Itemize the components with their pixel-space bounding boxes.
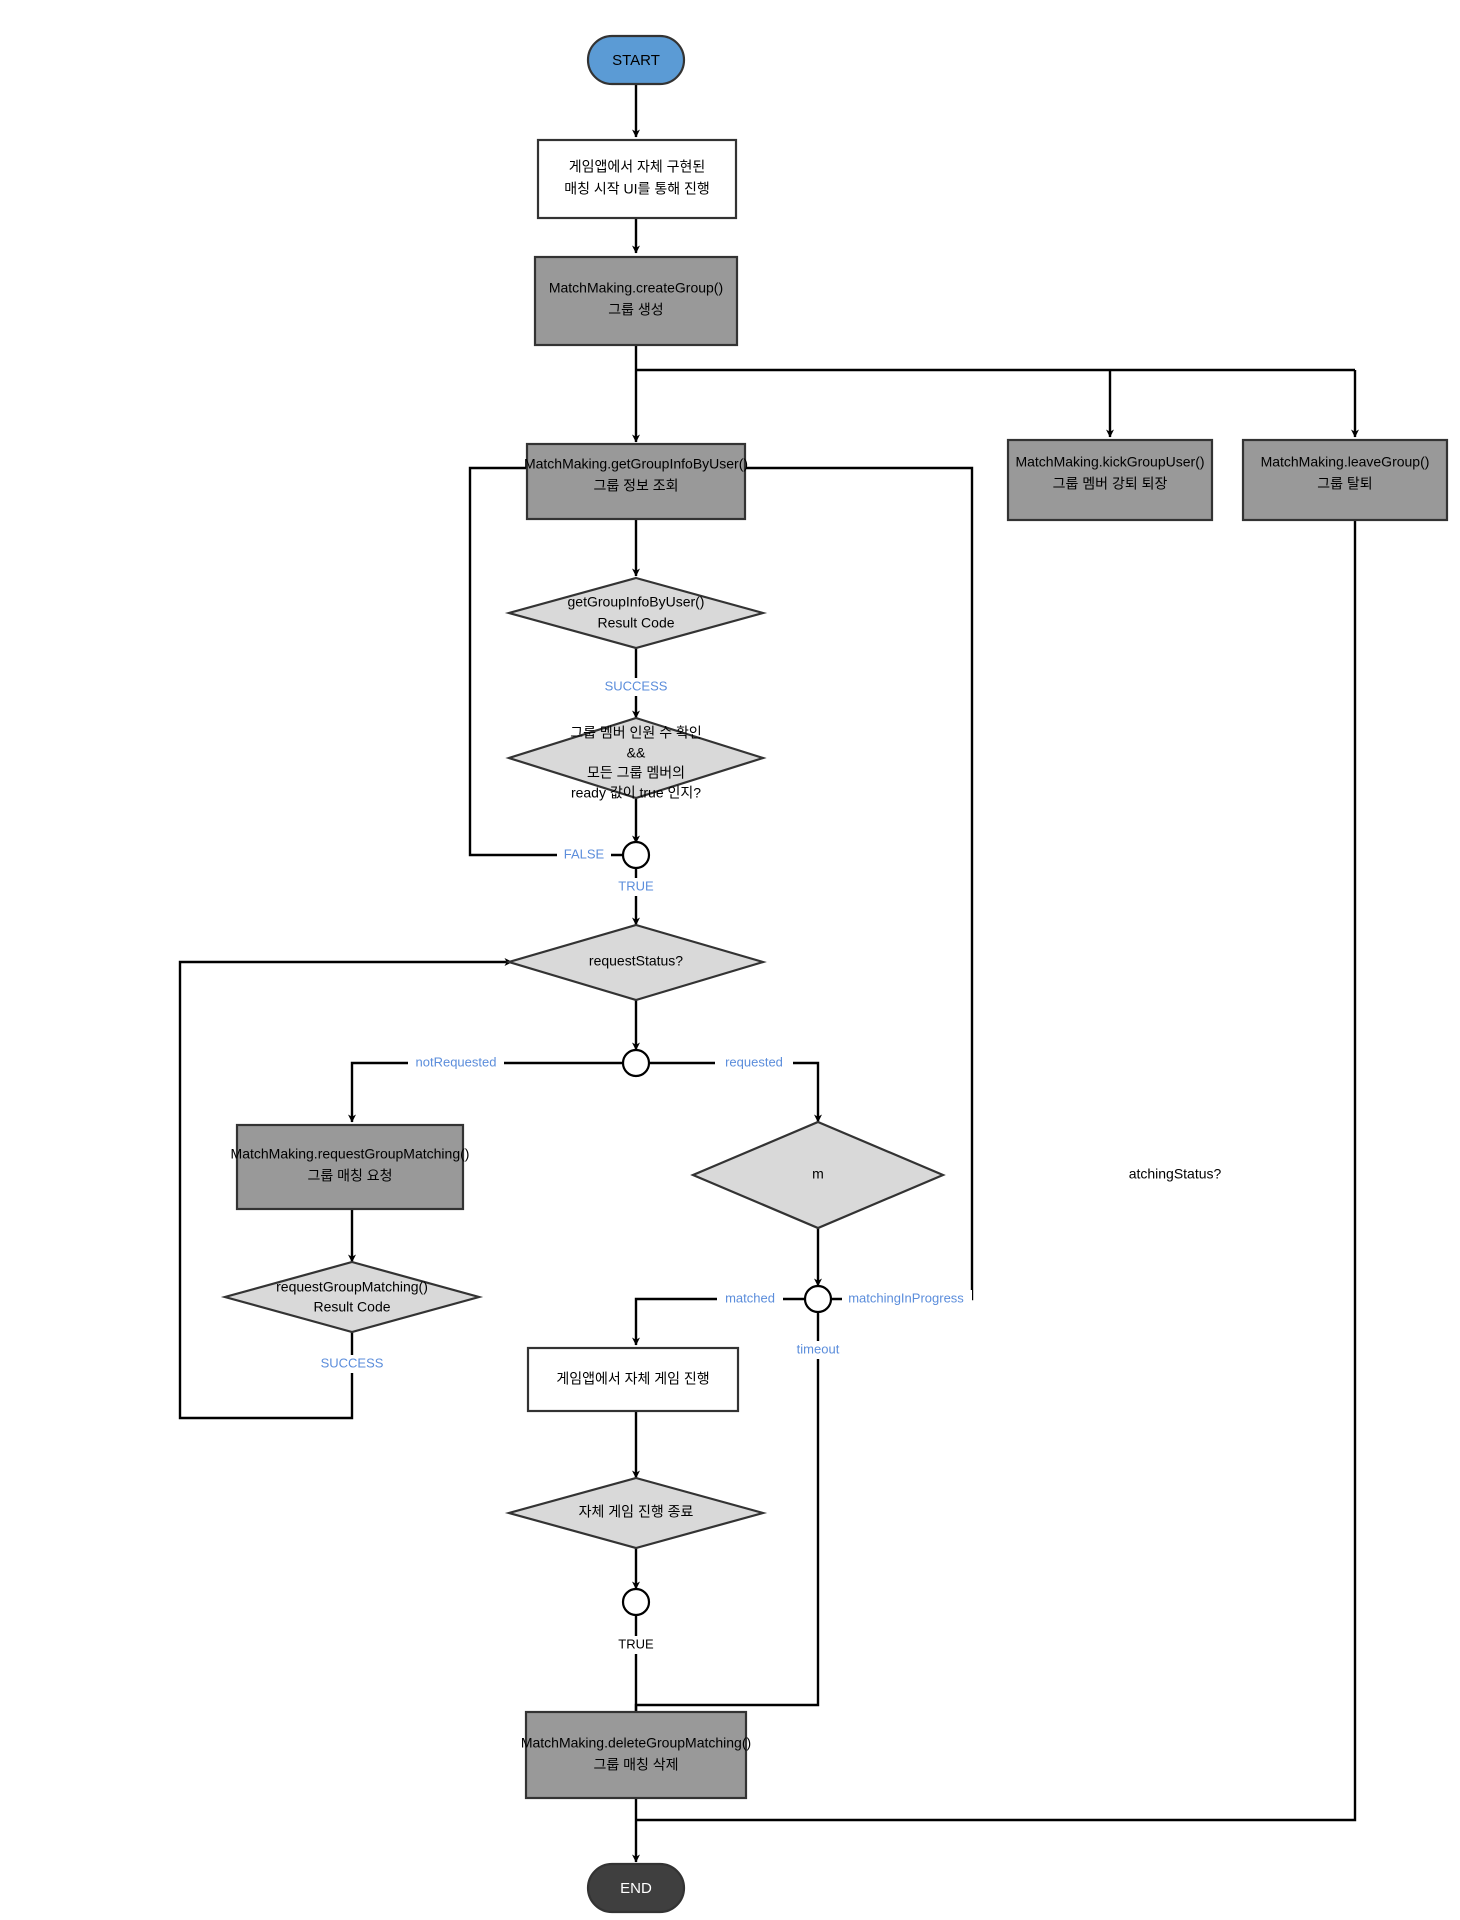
node-kick-group-user[interactable]: MatchMaking.kickGroupUser() 그룹 멤버 강퇴 퇴장	[1006, 438, 1214, 522]
node-leave-group-line1: MatchMaking.leaveGroup()	[1261, 454, 1430, 470]
node-game-end[interactable]: 자체 게임 진행 종료	[504, 1476, 768, 1550]
node-game-ui-line1: 게임앱에서 자체 구현된	[569, 159, 706, 175]
node-get-group-info-result-line1: getGroupInfoByUser()	[568, 594, 705, 610]
node-delete-group-matching-line1: MatchMaking.deleteGroupMatching()	[521, 1735, 751, 1751]
node-member-ready-check-line2: &&	[627, 745, 646, 761]
node-kick-group-user-line2: 그룹 멤버 강퇴 퇴장	[1053, 476, 1168, 492]
node-request-group-matching-result-line1: requestGroupMatching()	[276, 1279, 428, 1295]
svg-text:SUCCESS: SUCCESS	[321, 1355, 384, 1370]
node-get-group-info-result-line2: Result Code	[597, 615, 674, 631]
edge-label-success-get-group-info: SUCCESS	[600, 678, 672, 696]
node-start[interactable]: START	[586, 34, 686, 86]
svg-text:TRUE: TRUE	[618, 1636, 654, 1651]
edge-label-requested: requested	[715, 1054, 793, 1072]
edge-leave-group-to-end	[636, 520, 1357, 1822]
node-request-group-matching[interactable]: MatchMaking.requestGroupMatching() 그룹 매칭…	[231, 1123, 470, 1211]
node-leave-group-line2: 그룹 탈퇴	[1317, 476, 1372, 492]
edge-label-matching-in-progress: matchingInProgress	[842, 1290, 972, 1308]
node-delete-group-matching[interactable]: MatchMaking.deleteGroupMatching() 그룹 매칭 …	[521, 1710, 751, 1800]
node-kick-group-user-line1: MatchMaking.kickGroupUser()	[1015, 454, 1204, 470]
node-start-label: START	[612, 52, 660, 69]
edge-not-requested	[348, 1061, 622, 1123]
edge-label-false: FALSE	[557, 846, 611, 864]
edge-request-matching-success-loop	[178, 958, 513, 1420]
node-member-ready-check-line3: 모든 그룹 멤버의	[587, 765, 685, 781]
svg-text:FALSE: FALSE	[564, 846, 605, 861]
node-leave-group[interactable]: MatchMaking.leaveGroup() 그룹 탈퇴	[1241, 438, 1449, 522]
edge-label-matched: matched	[717, 1290, 783, 1308]
edge-label-timeout: timeout	[790, 1341, 846, 1359]
node-end-label: END	[620, 1880, 652, 1897]
node-get-group-info-line1: MatchMaking.getGroupInfoByUser()	[524, 456, 748, 472]
node-request-group-matching-line2: 그룹 매칭 요청	[307, 1168, 392, 1184]
svg-text:SUCCESS: SUCCESS	[605, 678, 668, 693]
svg-text:timeout: timeout	[797, 1341, 840, 1356]
edge-label-true-game-end: TRUE	[610, 1636, 662, 1654]
node-get-group-info[interactable]: MatchMaking.getGroupInfoByUser() 그룹 정보 조…	[524, 442, 748, 521]
svg-text:TRUE: TRUE	[618, 878, 654, 893]
node-member-ready-check[interactable]: 그룹 멤버 인원 수 확인 && 모든 그룹 멤버의 ready 값이 true…	[505, 716, 767, 801]
node-member-ready-check-line4: ready 값이 true 인지?	[571, 785, 701, 801]
junction-member-check	[621, 840, 651, 870]
node-create-group[interactable]: MatchMaking.createGroup() 그룹 생성	[533, 255, 739, 347]
svg-text:matchingInProgress: matchingInProgress	[848, 1290, 964, 1305]
junction-matching-status	[803, 1284, 833, 1314]
node-game-play[interactable]: 게임앱에서 자체 게임 진행	[526, 1346, 740, 1413]
node-request-group-matching-result-line2: Result Code	[313, 1299, 390, 1315]
node-end[interactable]: END	[586, 1862, 686, 1914]
node-get-group-info-result[interactable]: getGroupInfoByUser() Result Code	[504, 576, 768, 650]
svg-text:matched: matched	[725, 1290, 775, 1305]
junction-game-end	[621, 1587, 651, 1617]
node-create-group-line2: 그룹 생성	[608, 302, 663, 318]
node-get-group-info-line2: 그룹 정보 조회	[593, 478, 678, 494]
node-game-play-label: 게임앱에서 자체 게임 진행	[556, 1371, 709, 1387]
node-create-group-line1: MatchMaking.createGroup()	[549, 280, 723, 296]
edge-requested	[650, 1061, 822, 1123]
node-game-end-label: 자체 게임 진행 종료	[579, 1504, 694, 1520]
svg-text:notRequested: notRequested	[416, 1054, 497, 1069]
node-matching-status[interactable]: matchingStatus?	[690, 1120, 1222, 1230]
edge-label-not-requested: notRequested	[408, 1054, 504, 1072]
edge-label-success-request-matching: SUCCESS	[316, 1355, 388, 1373]
node-request-status[interactable]: requestStatus?	[505, 923, 767, 1002]
node-game-ui[interactable]: 게임앱에서 자체 구현된 매칭 시작 UI를 통해 진행	[536, 138, 738, 220]
node-game-ui-line2: 매칭 시작 UI를 통해 진행	[564, 181, 709, 197]
node-request-group-matching-line1: MatchMaking.requestGroupMatching()	[231, 1146, 470, 1162]
node-delete-group-matching-line2: 그룹 매칭 삭제	[593, 1757, 678, 1773]
node-member-ready-check-line1: 그룹 멤버 인원 수 확인	[570, 725, 701, 741]
edge-label-true-member-check: TRUE	[610, 878, 662, 896]
node-request-status-label: requestStatus?	[589, 953, 683, 969]
svg-text:requested: requested	[725, 1054, 783, 1069]
node-request-group-matching-result[interactable]: requestGroupMatching() Result Code	[220, 1260, 484, 1334]
junction-request-status	[621, 1048, 651, 1078]
